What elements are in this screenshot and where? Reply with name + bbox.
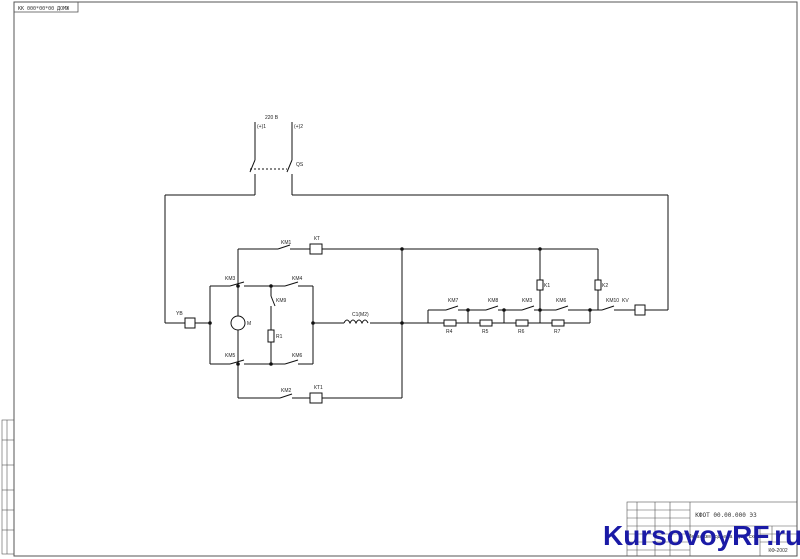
- resistors: [267, 279, 602, 343]
- label-r4: R4: [446, 329, 453, 335]
- breaker-label: QS: [296, 162, 304, 168]
- stamp-sheet-code: КФ-2002: [768, 548, 788, 554]
- supply-plus: (+)1: [257, 124, 266, 130]
- label-km8: KM8: [488, 298, 499, 304]
- label-r1: R1: [276, 334, 283, 340]
- field-winding-coil: [343, 319, 369, 325]
- label-km6: KM6: [292, 353, 303, 359]
- label-kt: КТ: [314, 236, 320, 242]
- label-k2: K2: [602, 283, 608, 289]
- label-field: С1(М2): [352, 312, 369, 318]
- label-km2: KM2: [281, 388, 292, 394]
- label-kt1: КТ1: [314, 385, 323, 391]
- label-km9: KM9: [276, 298, 287, 304]
- label-r7: R7: [554, 329, 561, 335]
- schematic-wires: [164, 122, 669, 399]
- label-km4: KM4: [292, 276, 303, 282]
- supply-minus: (+)2: [294, 124, 303, 130]
- label-k1: K1: [544, 283, 550, 289]
- label-km3b: KM3: [522, 298, 533, 304]
- label-km5: KM5: [225, 353, 236, 359]
- label-r6: R6: [518, 329, 525, 335]
- label-km7: KM7: [448, 298, 459, 304]
- sheet-frame: [13, 1, 798, 557]
- binding-strip: [1, 419, 15, 555]
- title-block: [626, 501, 798, 557]
- label-km1: KM1: [281, 240, 292, 246]
- label-kv: KV: [622, 298, 629, 304]
- top-code-box: [13, 1, 79, 13]
- label-motor: M: [247, 321, 251, 327]
- motor-symbol: [230, 315, 246, 331]
- stamp-code: КФОТ 00.00.000 ЭЗ: [695, 512, 757, 519]
- label-km6b: KM6: [556, 298, 567, 304]
- label-km10: KM10: [606, 298, 619, 304]
- label-km3: KM3: [225, 276, 236, 282]
- top-code: KK 000*00*00 ДОМЖ: [18, 6, 69, 12]
- supply-voltage: 220 В: [265, 115, 279, 121]
- label-r5: R5: [482, 329, 489, 335]
- label-yb: YB: [176, 311, 183, 317]
- contacts: [229, 244, 615, 399]
- watermark-logo: KursovoyRF.ru: [603, 520, 800, 551]
- junctions: [208, 247, 592, 366]
- coils: [184, 243, 646, 404]
- stamp-title: Механизм подъема груза, схема: [687, 534, 763, 540]
